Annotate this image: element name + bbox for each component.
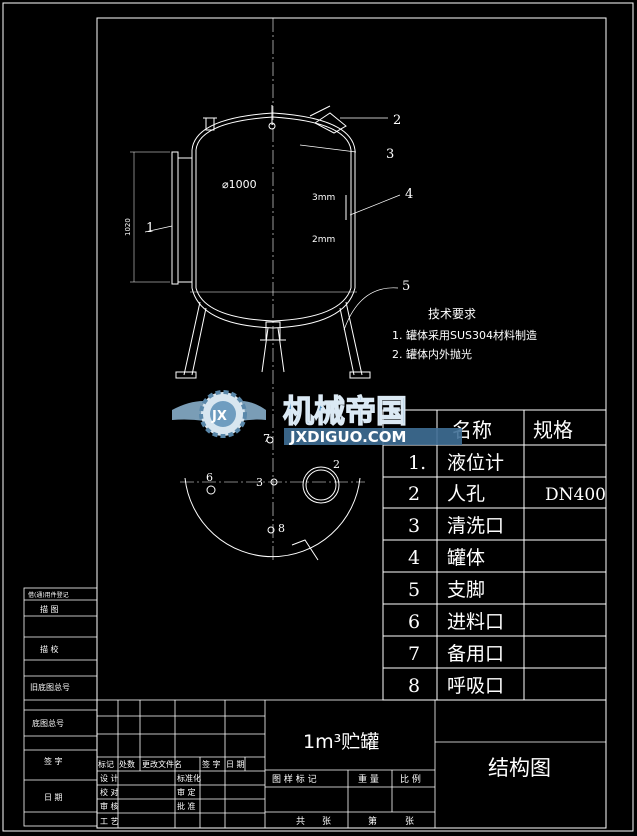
parts-rows: 1. 液位计 2 人孔 DN400 3 清洗口 4 罐体 5 支脚 6 进料口 …	[408, 452, 606, 697]
row-name: 清洗口	[447, 515, 504, 537]
callout-3: 3	[386, 147, 394, 162]
strip-text: 签 字	[44, 756, 63, 766]
parts-table	[382, 409, 607, 701]
strip-text: 借(通)用件登记	[28, 591, 69, 599]
title-block	[96, 699, 607, 829]
tank-front-view	[130, 105, 371, 379]
top-label-6: 6	[206, 471, 213, 484]
thickness-lower: 2mm	[312, 235, 335, 245]
leader-lines	[144, 117, 401, 331]
watermark-logo: JX 机械帝国 JXDIGUO.COM	[172, 390, 462, 446]
thickness-upper: 3mm	[312, 193, 335, 203]
diameter-label: ⌀1000	[222, 178, 257, 191]
role-label: 审 核	[100, 801, 119, 811]
callout-2: 2	[393, 113, 401, 128]
row-no: 6	[408, 611, 420, 633]
row-name: 备用口	[447, 643, 504, 665]
info-header: 图 样 标 记	[272, 773, 317, 785]
tech-req-item: 1. 罐体采用SUS304材料制造	[392, 328, 537, 342]
watermark-url: JXDIGUO.COM	[289, 428, 406, 446]
role-label: 设 计	[100, 773, 119, 783]
row-no: 2	[408, 483, 420, 505]
strip-text: 描 校	[40, 644, 59, 654]
row-name: 人孔	[447, 483, 485, 505]
top-label-7: 7	[263, 432, 270, 445]
row-no: 1.	[408, 452, 426, 474]
role-label2: 标准化	[177, 773, 201, 783]
callout-5: 5	[402, 279, 410, 294]
sheet-label: 张	[405, 816, 414, 827]
row-spec: DN400	[545, 485, 606, 505]
sheet-label: 共	[296, 816, 305, 827]
row-name: 呼吸口	[447, 675, 504, 697]
height-dimension: 1020	[124, 218, 132, 236]
rev-header: 日 期	[226, 760, 245, 769]
role-label2: 审 定	[177, 787, 196, 797]
tech-req-title: 技术要求	[428, 307, 476, 321]
strip-text: 底图总号	[32, 718, 64, 728]
sheet-label: 第	[368, 815, 377, 827]
row-no: 7	[408, 643, 420, 665]
rev-header: 标记	[98, 759, 114, 769]
role-label2: 批 准	[177, 801, 196, 811]
rev-header: 签 字	[202, 759, 221, 769]
emblem-letters: JX	[211, 409, 227, 424]
rev-header: 更改文件名	[142, 759, 182, 769]
info-header: 重 量	[358, 773, 379, 785]
top-label-8: 8	[278, 522, 285, 535]
row-no: 8	[408, 675, 420, 697]
left-strip	[23, 587, 98, 827]
drawing-title: 1m³贮罐	[303, 731, 379, 753]
tank-top-view	[180, 436, 365, 561]
row-name: 罐体	[447, 547, 485, 569]
top-label-3: 3	[256, 476, 263, 489]
role-label: 校 对	[100, 787, 119, 797]
table-header-spec: 规格	[533, 418, 573, 442]
callout-1: 1	[146, 221, 154, 236]
strip-text: 旧底图总号	[30, 682, 70, 692]
row-no: 4	[408, 547, 420, 569]
sheet-label: 张	[322, 816, 331, 827]
drawing-type: 结构图	[488, 756, 551, 780]
strip-text: 描 图	[40, 604, 59, 614]
row-name: 支脚	[447, 579, 485, 601]
row-no: 5	[408, 579, 420, 601]
row-no: 3	[408, 515, 420, 537]
tech-req-item: 2. 罐体内外抛光	[392, 347, 472, 361]
top-label-2: 2	[333, 458, 340, 471]
role-label: 工 艺	[100, 817, 119, 826]
row-name: 进料口	[447, 611, 504, 633]
watermark-name: 机械帝国	[283, 394, 407, 430]
row-name: 液位计	[447, 452, 504, 474]
rev-header: 处数	[119, 759, 135, 769]
callout-4: 4	[405, 187, 413, 202]
strip-text: 日 期	[44, 793, 63, 802]
info-header: 比 例	[400, 773, 421, 785]
